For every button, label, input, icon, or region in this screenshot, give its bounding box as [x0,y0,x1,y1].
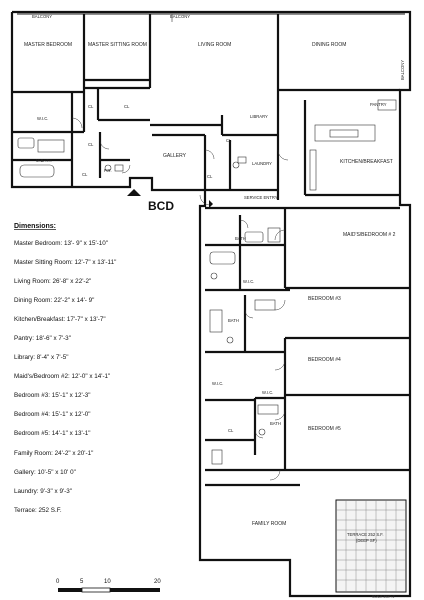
dimension-line: Bedroom #5: 14'-1" x 13'-1" [14,430,91,437]
room-label-bath-3: BATH [270,421,281,426]
room-label-bath-1: BATH [235,236,246,241]
scale-tick-label: 10 [104,579,111,585]
room-label-dining-room: DINING ROOM [312,42,346,48]
dimension-line: Library: 8'-4" x 7'-5" [14,354,68,361]
room-label-bedroom-5: BEDROOM #5 [308,426,341,432]
dimension-line: Pantry: 18'-6" x 7'-3" [14,335,71,342]
scale-tick-label: 5 [80,579,84,585]
room-label-master-bedroom: MASTER BEDROOM [24,42,72,48]
room-label-master-bath: M.BATH [36,158,52,163]
scale-bar: 0 5 10 20 [56,579,161,593]
dimension-line: Master Bedroom: 13'- 9" x 15'-10" [14,240,108,247]
dimension-line: Family Room: 24'-2" x 20'-1" [14,450,93,457]
room-label-terrace-sub: (DEEP SF) [356,538,377,543]
room-label-cl-6: CL [207,174,213,179]
room-label-bedroom-4: BEDROOM #4 [308,357,341,363]
scale-tick-label: 0 [56,579,60,585]
dimension-line: Bedroom #3: 15'-1" x 12'-3" [14,392,91,399]
room-label-cl-7: CL [228,428,234,433]
room-label-cl-5: CL [82,172,88,177]
dimension-line: Bedroom #4: 15'-1" x 12'-0" [14,411,91,418]
room-label-wic-3: W.I.C. [262,390,273,395]
room-label-library: LIBRARY [250,114,268,119]
room-label-cl-3: CL [88,142,94,147]
room-label-bedroom-3: BEDROOM #3 [308,296,341,302]
terrace-hatch [335,499,407,593]
room-label-balcony-mid: BALCONY [170,14,190,19]
dimension-line: Terrace: 252 S.F. [14,507,62,514]
room-label-gallery: GALLERY [163,153,187,159]
room-label-living-room: LIVING ROOM [198,42,231,48]
room-label-cl-1: CL [88,104,94,109]
dimension-line: Gallery: 10'-5" x 10' 0" [14,469,76,476]
interior-walls-lower [205,206,410,487]
room-label-laundry: LAUNDRY [252,161,272,166]
room-label-wic-2: W.I.C. [212,381,223,386]
room-label-kitchen: KITCHEN/BREAKFAST [340,159,393,165]
entry-marker-label: BCD [148,199,174,213]
room-label-maids-bedroom: MAID'S/BEDROOM # 2 [343,232,396,238]
room-label-master-sitting: MASTER SITTING ROOM [88,42,147,48]
room-label-pr: P.R. [104,168,112,173]
room-label-bath-2: BATH [228,318,239,323]
dimension-line: Kitchen/Breakfast: 17'-7" x 13'-7" [14,316,106,323]
room-label-balcony-left: BALCONY [32,14,52,19]
room-label-balcony-right: BALCONY [400,60,405,80]
room-label-terrace: TERRACE 252 S.F. [347,532,384,537]
dimension-line: Maid's/Bedroom #2: 12'-0" x 14'-1" [14,373,110,380]
room-label-cl-4: CL [226,138,232,143]
room-label-wic-master: W.I.C. [37,116,48,121]
room-label-family-room: FAMILY ROOM [252,521,286,527]
door-swings [71,117,289,481]
room-labels: BALCONY BALCONY BALCONY MASTER BEDROOM M… [24,14,405,543]
room-label-service-entry: SERVICE ENTRY [244,195,278,200]
service-entry-arrow-icon [209,200,213,208]
dimension-line: Living Room: 26'-8" x 22'-2" [14,278,91,285]
room-label-wic-1: W.I.C. [243,279,254,284]
dimension-line: Laundry: 9'-3" x 9'-3" [14,488,72,495]
interior-walls-upper [12,14,400,200]
dimension-line: Master Sitting Room: 12'-7" x 13'-11" [14,259,116,266]
fixtures [17,14,397,465]
scale-tick-label: 20 [154,579,161,585]
entry-arrow-icon [127,189,141,196]
dimensions-title: Dimensions: [14,223,56,230]
dimensions-list: Dimensions: Master Bedroom: 13'- 9" x 15… [14,223,116,514]
room-label-pantry: PANTRY [370,102,387,107]
dimension-line: Dining Room: 22'-2" x 14'- 9" [14,297,94,304]
room-label-cl-2: CL [124,104,130,109]
scale-footnote: SCALE 3/64"=1' [372,595,395,599]
